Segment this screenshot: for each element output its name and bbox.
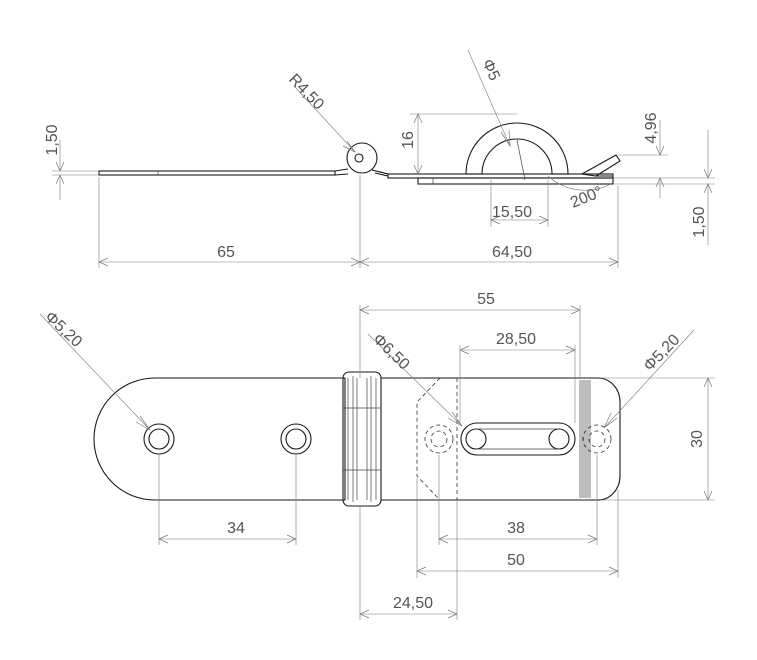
side-view-dimensions: 1,50 R4,50 16 Φ5 4,96 15,50 200° (44, 49, 715, 268)
dim-staple-diameter: Φ5 (478, 57, 502, 84)
dim-left-hole-diameter: Φ5,20 (41, 308, 85, 350)
side-bent-tab (580, 154, 621, 177)
dim-hinge-offset: 24,50 (393, 595, 433, 612)
dim-height: 30 (689, 430, 706, 448)
top-right-leaf (381, 377, 621, 501)
side-staple-centre (516, 139, 526, 181)
dim-hinge-radius: R4,50 (285, 71, 327, 114)
top-bent-tab-hatch (579, 380, 591, 498)
top-slot-end-right (548, 428, 570, 450)
top-hidden-hole-outer (424, 424, 454, 454)
top-middle-hole-outer (280, 423, 312, 455)
dim-staple-offset: 15,50 (492, 204, 532, 221)
dim-left-hole-spacing: 34 (227, 520, 245, 537)
side-hinge-joint-lower (334, 173, 349, 176)
top-left-leaf (93, 377, 346, 501)
top-view-dimensions: Φ5,20 55 28,50 Φ6,50 Φ5,20 30 (39, 291, 715, 620)
top-right-hole-outer (582, 424, 612, 454)
side-view (98, 122, 621, 185)
top-hidden-hole-inner (430, 430, 448, 448)
top-left-hole-inner (148, 428, 170, 450)
top-slot (460, 422, 576, 456)
side-hinge-pin (354, 153, 364, 163)
top-middle-hole-inner (285, 428, 307, 450)
dim-slot-length: 28,50 (496, 331, 536, 348)
top-left-hole-outer (143, 423, 175, 455)
top-staple-plate (416, 377, 441, 501)
side-hinge-exit-lower (374, 172, 389, 177)
side-hinge-knuckle (346, 142, 378, 174)
dim-sheet-thickness: 1,50 (44, 124, 61, 155)
top-slot-end-left (465, 428, 487, 450)
side-hinge-exit (371, 169, 389, 175)
top-view (93, 371, 621, 507)
side-right-base (417, 177, 614, 185)
dim-right-width: 55 (477, 291, 495, 308)
side-hinge-joint (334, 168, 349, 172)
dim-base-thickness: 1,50 (691, 206, 708, 237)
side-left-plate (98, 170, 336, 176)
side-right-plate (387, 173, 614, 179)
dim-bend-angle: 200° (568, 184, 605, 212)
side-staple-outer (465, 122, 569, 175)
dim-left-length: 65 (217, 244, 235, 261)
dim-right-hole-diameter: Φ5,20 (641, 331, 684, 374)
top-right-hole-inner (588, 430, 606, 448)
dim-right-hole-spacing: 38 (507, 520, 525, 537)
side-staple-inner (481, 138, 553, 175)
dim-tab-height: 4,96 (643, 112, 660, 143)
dim-right-length: 64,50 (492, 244, 532, 261)
dim-right-plate-length: 50 (507, 552, 525, 569)
dim-slot-end-diameter: Φ6,50 (369, 331, 412, 374)
dim-staple-height: 16 (400, 131, 417, 149)
top-hinge-barrel (342, 371, 382, 507)
